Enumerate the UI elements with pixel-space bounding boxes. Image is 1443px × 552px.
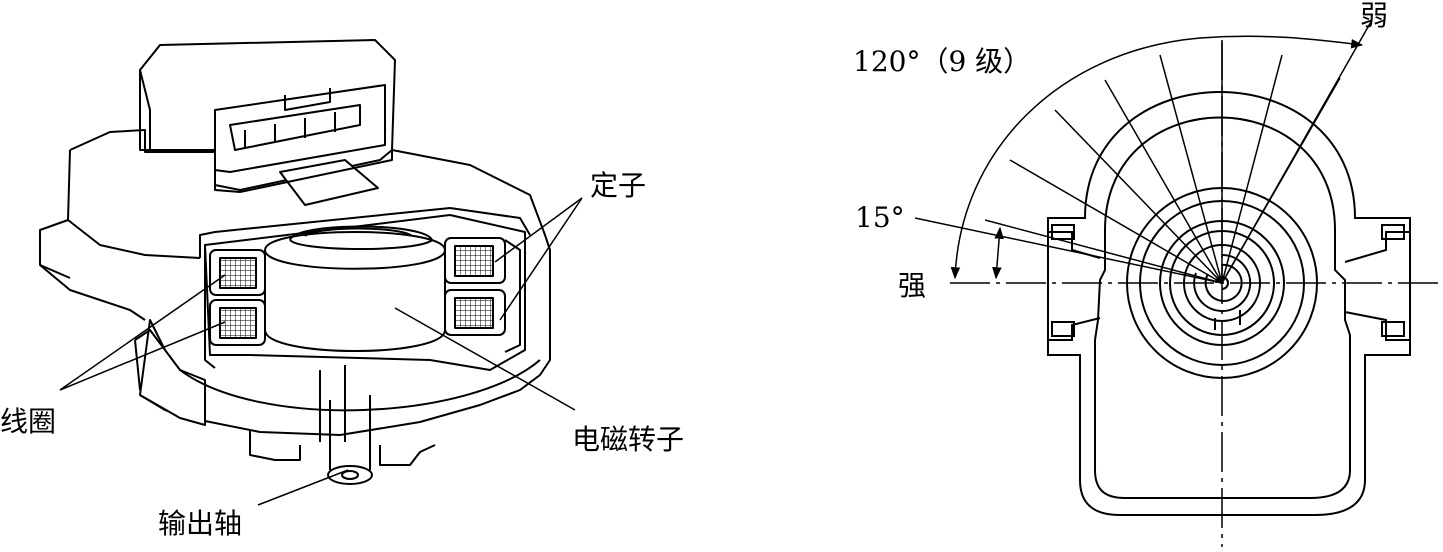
strong-label: 强: [898, 269, 927, 302]
range-angle-label: 120°（9 级）: [853, 45, 1032, 78]
coil-label: 线圈: [0, 405, 57, 438]
output-shaft-label: 输出轴: [158, 507, 243, 540]
stator-label: 定子: [590, 169, 647, 202]
weak-label: 弱: [1360, 0, 1389, 32]
step-angle-label: 15°: [855, 201, 905, 234]
dial-schematic-drawing: [914, 19, 1443, 547]
motor-cutaway-drawing: [39, 39, 583, 506]
electromagnetic-rotor-label: 电磁转子: [572, 423, 685, 456]
